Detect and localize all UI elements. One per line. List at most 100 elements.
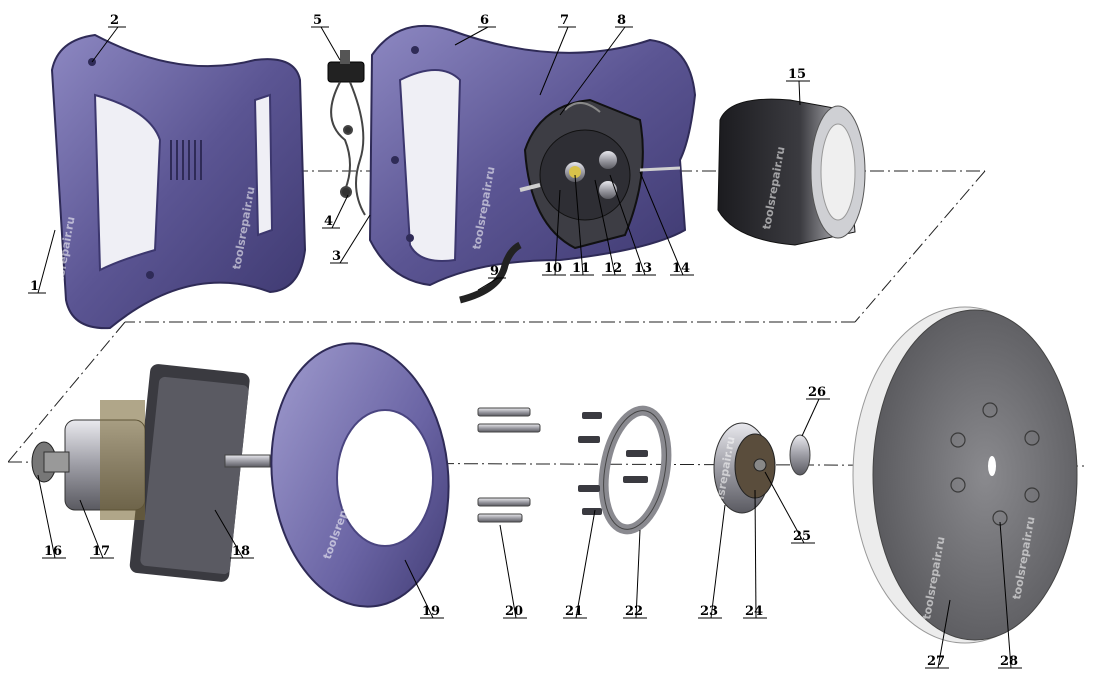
- axis-diagonal-left: [7, 321, 126, 463]
- callout-base-cover: 19: [404, 559, 444, 619]
- part-number-label: 8: [617, 13, 626, 28]
- callout-front-housing: 6: [454, 13, 496, 46]
- part-number-label: 26: [808, 385, 826, 400]
- callout-washer: 26: [801, 385, 830, 437]
- part-number-label: 27: [927, 654, 945, 669]
- callout-rear-bearing: 16: [37, 474, 66, 559]
- callout-leader: [339, 214, 371, 264]
- part-number-label: 5: [313, 13, 322, 28]
- callout-leader: [320, 26, 341, 61]
- part-number-label: 7: [560, 13, 569, 28]
- callout-brush-cap: 12: [594, 179, 626, 276]
- callout-carbon-brush: 11: [570, 174, 594, 276]
- part-number-label: 4: [324, 214, 333, 229]
- part-number-label: 1: [30, 279, 39, 294]
- callout-gear-housing: 18: [214, 509, 254, 559]
- part-number-label: 10: [544, 261, 562, 276]
- switch: [327, 50, 365, 83]
- base-cover: [270, 342, 450, 608]
- part-number-label: 6: [480, 13, 489, 28]
- callout-leader: [477, 277, 499, 291]
- callout-leader: [79, 499, 104, 559]
- part-number-label: 16: [44, 544, 62, 559]
- callout-leader: [554, 189, 561, 276]
- callout-leader: [754, 489, 757, 619]
- part-number-label: 9: [490, 264, 499, 279]
- callout-leader: [609, 174, 646, 276]
- part-number-label: 17: [92, 544, 110, 559]
- flange-screws: [578, 412, 648, 515]
- callout-leader: [575, 509, 596, 619]
- part-number-label: 15: [788, 67, 806, 82]
- callout-leader: [801, 398, 820, 437]
- callout-leader: [764, 471, 805, 544]
- callout-bearing-flange: 22: [623, 529, 647, 619]
- callout-leader: [574, 174, 584, 276]
- callout-brush-spring: 8: [559, 13, 633, 116]
- callout-switch-wire: 4: [322, 194, 349, 229]
- callout-switch: 5: [311, 13, 341, 61]
- part-number-label: 14: [672, 261, 690, 276]
- callout-leader: [499, 524, 517, 619]
- callout-leader: [639, 171, 684, 276]
- axis-diagonal-right: [854, 170, 986, 323]
- callout-leader: [798, 80, 801, 106]
- part-number-label: 3: [332, 249, 341, 264]
- callout-leader: [454, 26, 489, 46]
- callout-rear-housing: 1: [28, 229, 56, 294]
- part-number-label: 13: [634, 261, 652, 276]
- callout-rear-housing-screw: 2: [91, 13, 126, 63]
- callout-flange-screw: 21: [563, 509, 596, 619]
- callout-cable-clamp: 3: [330, 214, 371, 264]
- part-number-label: 19: [422, 604, 440, 619]
- callout-dust-cover: 15: [786, 67, 810, 106]
- switch-wire: [330, 81, 366, 216]
- callout-eccentric-bearing: 23: [698, 504, 726, 619]
- rear-housing: [50, 33, 307, 330]
- dust-cover: [717, 98, 866, 246]
- part-number-label: 21: [565, 604, 583, 619]
- callout-leader: [539, 26, 569, 96]
- callout-housing-screw: 7: [539, 13, 576, 96]
- callout-eccentric: 24: [743, 489, 767, 619]
- carbon-brush: [569, 166, 581, 178]
- sanding-pad: [852, 306, 1078, 644]
- callout-pad-hole: 28: [998, 521, 1022, 669]
- part-number-label: 11: [572, 261, 590, 276]
- callout-leader: [937, 599, 951, 669]
- callout-leader: [404, 559, 434, 619]
- callout-leader: [91, 26, 119, 63]
- callout-leader: [594, 179, 616, 276]
- part-number-label: 22: [625, 604, 643, 619]
- part-number-label: 28: [1000, 654, 1018, 669]
- power-cable: [459, 241, 522, 304]
- callout-eccentric-nut: 25: [764, 471, 815, 544]
- washer: [789, 434, 811, 476]
- brush-assembly: [519, 98, 681, 250]
- callout-power-cable: 9: [477, 264, 506, 291]
- callout-stator-bolt: 14: [639, 171, 694, 276]
- bearing-flange: [598, 405, 672, 535]
- motor-assembly: [31, 364, 271, 582]
- callout-leader: [214, 509, 244, 559]
- callout-armature: 17: [79, 499, 114, 559]
- callout-leader: [710, 504, 726, 619]
- part-number-label: 18: [232, 544, 250, 559]
- part-number-label: 12: [604, 261, 622, 276]
- callout-leader: [37, 474, 56, 559]
- callout-leader: [331, 194, 349, 229]
- callout-brush-holder: 10: [542, 189, 566, 276]
- base-screws: [477, 407, 541, 523]
- callout-bearing-cover: 13: [609, 174, 656, 276]
- part-number-label: 23: [700, 604, 718, 619]
- callout-base-screw: 20: [499, 524, 527, 619]
- eccentric-assembly: [713, 422, 776, 514]
- part-number-label: 24: [745, 604, 763, 619]
- callout-leader: [559, 26, 626, 116]
- part-number-label: 20: [505, 604, 523, 619]
- callout-leader: [37, 229, 56, 294]
- part-number-label: 2: [110, 13, 119, 28]
